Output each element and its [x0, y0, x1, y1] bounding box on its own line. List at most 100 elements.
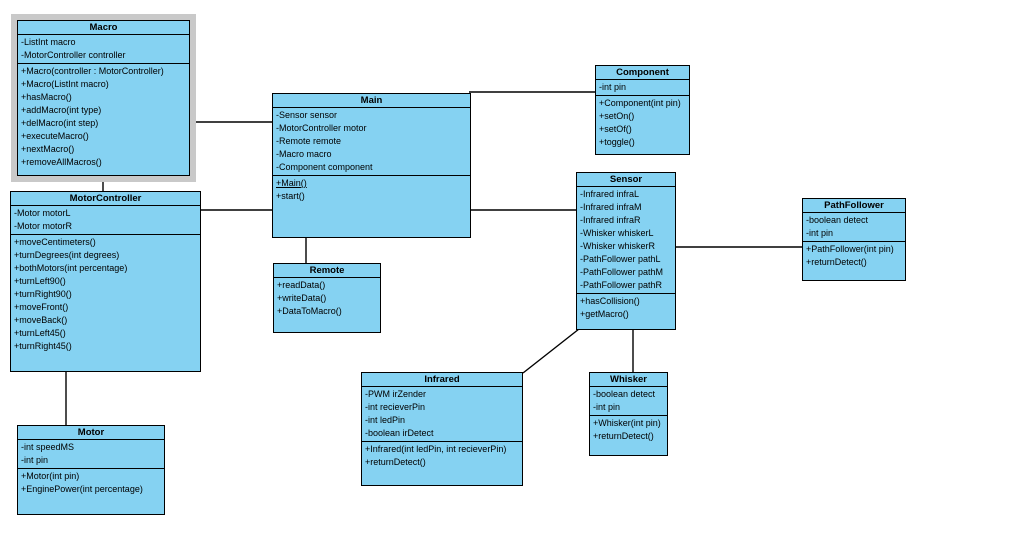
attribute-row: -int pin — [806, 228, 834, 238]
class-macro[interactable]: Macro -ListInt macro -MotorController con… — [11, 14, 196, 182]
method-row: +Infrared(int ledPin, int recieverPin) — [365, 444, 507, 454]
method-row: +returnDetect() — [593, 431, 654, 441]
method-row: +bothMotors(int percentage) — [14, 263, 128, 273]
class-infrared[interactable]: Infrared -PWM irZender -int recieverPin -i… — [361, 372, 523, 486]
method-row: +hasMacro() — [21, 92, 72, 102]
method-row: +turnLeft90() — [14, 276, 66, 286]
method-row: +hasCollision() — [580, 296, 640, 306]
method-row: +removeAllMacros() — [21, 157, 102, 167]
attribute-row: -MotorController controller — [21, 50, 126, 60]
class-remote[interactable]: Remote +readData()+writeData()+DataToMac… — [273, 263, 381, 333]
method-row: +Whisker(int pin) — [593, 418, 661, 428]
attribute-row: -boolean detect — [806, 215, 869, 225]
class-remote-title: Remote — [274, 264, 380, 278]
method-row: +Motor(int pin) — [21, 471, 80, 481]
class-whisker-methods: +Whisker(int pin) +returnDetect() — [590, 416, 667, 444]
attribute-row: -int pin — [593, 402, 621, 412]
method-row: +writeData() — [277, 293, 327, 303]
attribute-row: -Motor motorL — [14, 208, 71, 218]
class-motor-title: Motor — [18, 426, 164, 440]
method-row: +PathFollower(int pin) — [806, 244, 894, 254]
attribute-row: -int recieverPin — [365, 402, 426, 412]
class-infrared-title: Infrared — [362, 373, 522, 387]
attribute-row: -Infrared infraL — [580, 189, 640, 199]
class-whisker-attributes: -boolean detect -int pin — [590, 387, 667, 416]
method-row: +moveBack() — [14, 315, 68, 325]
class-sensor[interactable]: Sensor -Infrared infraL-Infrared infraM-… — [576, 172, 676, 330]
method-row: +moveFront() — [14, 302, 69, 312]
attribute-row: -Whisker whiskerL — [580, 228, 654, 238]
class-motor-attributes: -int speedMS-int pin — [18, 440, 164, 469]
method-row: +turnLeft45() — [14, 328, 66, 338]
attribute-row: -Infrared infraR — [580, 215, 641, 225]
attribute-row: -PathFollower pathR — [580, 280, 663, 290]
attribute-row: -boolean irDetect — [365, 428, 434, 438]
relation-sensor-infrared[interactable] — [522, 328, 580, 374]
attribute-row: -int ledPin — [365, 415, 406, 425]
attribute-row: -MotorController motor — [276, 123, 367, 133]
method-row: +addMacro(int type) — [21, 105, 102, 115]
method-row: +setOf() — [599, 124, 632, 134]
method-row: +turnRight90() — [14, 289, 72, 299]
attribute-row: -PathFollower pathL — [580, 254, 661, 264]
class-main-title: Main — [273, 94, 470, 108]
class-remote-methods: +readData()+writeData()+DataToMacro() — [274, 278, 380, 319]
class-sensor-title: Sensor — [577, 173, 675, 187]
method-row: +setOn() — [599, 111, 635, 121]
method-row: +Macro(ListInt macro) — [21, 79, 109, 89]
method-row: +nextMacro() — [21, 144, 75, 154]
method-row: +getMacro() — [580, 309, 629, 319]
class-motor-methods: +Motor(int pin) +EnginePower(int percenta… — [18, 469, 164, 497]
class-main[interactable]: Main -Sensor sensor -MotorController moto… — [272, 93, 471, 238]
method-row: +EnginePower(int percentage) — [21, 484, 143, 494]
class-macro-title: Macro — [18, 21, 189, 35]
method-row: +turnRight45() — [14, 341, 72, 351]
method-row: +Macro(controller : MotorController) — [21, 66, 164, 76]
method-row: +turnDegrees(int degrees) — [14, 250, 120, 260]
class-component-attributes: -int pin — [596, 80, 689, 96]
class-main-methods: +Main() +start() — [273, 176, 470, 204]
attribute-row: -int pin — [21, 455, 49, 465]
class-sensor-methods: +hasCollision() +getMacro() — [577, 294, 675, 322]
method-row: +start() — [276, 191, 305, 201]
class-motorcontroller-methods: +moveCentimeters() +turnDegrees(int degre… — [11, 235, 200, 354]
class-macro-methods: +Macro(controller : MotorController) +Mac… — [18, 64, 189, 170]
class-motorcontroller-attributes: -Motor motorL -Motor motorR — [11, 206, 200, 235]
class-motor[interactable]: Motor -int speedMS-int pin +Motor(int pi… — [17, 425, 165, 515]
attribute-row: -Macro macro — [276, 149, 332, 159]
class-component[interactable]: Component -int pin +Component(int pin) +s… — [595, 65, 690, 155]
class-component-methods: +Component(int pin) +setOn() +setOf() +togg… — [596, 96, 689, 150]
method-row: +Main() — [276, 178, 307, 188]
attribute-row: -ListInt macro — [21, 37, 76, 47]
method-row: +Component(int pin) — [599, 98, 681, 108]
class-pathfollower[interactable]: PathFollower -boolean detect -int pin +Pa… — [802, 198, 906, 281]
attribute-row: -Remote remote — [276, 136, 342, 146]
method-row: +moveCentimeters() — [14, 237, 96, 247]
attribute-row: -int pin — [599, 82, 627, 92]
attribute-row: -Infrared infraM — [580, 202, 642, 212]
class-pathfollower-title: PathFollower — [803, 199, 905, 213]
method-row: +toggle() — [599, 137, 635, 147]
attribute-row: -boolean detect — [593, 389, 656, 399]
class-component-title: Component — [596, 66, 689, 80]
class-infrared-attributes: -PWM irZender -int recieverPin -int ledPin… — [362, 387, 522, 442]
class-sensor-attributes: -Infrared infraL -Infrared infraM -Infrare… — [577, 187, 675, 294]
attribute-row: -Motor motorR — [14, 221, 73, 231]
class-macro-attributes: -ListInt macro -MotorController controlle… — [18, 35, 189, 64]
class-whisker[interactable]: Whisker -boolean detect-int pin +Whisker… — [589, 372, 668, 456]
attribute-row: -PWM irZender — [365, 389, 427, 399]
method-row: +readData() — [277, 280, 326, 290]
method-row: +executeMacro() — [21, 131, 89, 141]
class-motorcontroller[interactable]: MotorController -Motor motorL-Motor moto… — [10, 191, 201, 372]
attribute-row: -Whisker whiskerR — [580, 241, 656, 251]
class-motorcontroller-title: MotorController — [11, 192, 200, 206]
method-row: +delMacro(int step) — [21, 118, 99, 128]
class-main-attributes: -Sensor sensor -MotorController motor -Rem… — [273, 108, 470, 176]
class-pathfollower-methods: +PathFollower(int pin) +returnDetect() — [803, 242, 905, 270]
method-row: +returnDetect() — [806, 257, 867, 267]
class-pathfollower-attributes: -boolean detect -int pin — [803, 213, 905, 242]
method-row: +returnDetect() — [365, 457, 426, 467]
attribute-row: -Sensor sensor — [276, 110, 338, 120]
